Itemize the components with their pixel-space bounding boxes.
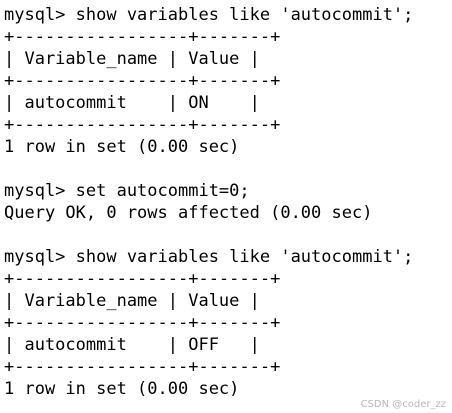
blank-line bbox=[4, 158, 452, 180]
table-header-row: | Variable_name | Value | bbox=[4, 49, 260, 69]
command-line: mysql> set autocommit=0; bbox=[4, 181, 250, 201]
table-border-bottom: +-----------------+-------+ bbox=[4, 357, 281, 377]
table-border-mid: +-----------------+-------+ bbox=[4, 313, 281, 333]
result-line: 1 row in set (0.00 sec) bbox=[4, 137, 240, 157]
table-border-top: +-----------------+-------+ bbox=[4, 27, 281, 47]
table-border-bottom: +-----------------+-------+ bbox=[4, 115, 281, 135]
table-border-mid: +-----------------+-------+ bbox=[4, 71, 281, 91]
table-header-row: | Variable_name | Value | bbox=[4, 291, 260, 311]
terminal-output: mysql> show variables like 'autocommit';… bbox=[4, 4, 452, 400]
result-line: Query OK, 0 rows affected (0.00 sec) bbox=[4, 203, 373, 223]
command-line: mysql> show variables like 'autocommit'; bbox=[4, 247, 414, 267]
table-row: | autocommit | ON | bbox=[4, 93, 260, 113]
watermark: CSDN @coder_zz bbox=[360, 399, 446, 410]
command-line: mysql> show variables like 'autocommit'; bbox=[4, 5, 414, 25]
blank-line bbox=[4, 224, 452, 246]
table-row: | autocommit | OFF | bbox=[4, 335, 260, 355]
result-line: 1 row in set (0.00 sec) bbox=[4, 379, 240, 399]
table-border-top: +-----------------+-------+ bbox=[4, 269, 281, 289]
